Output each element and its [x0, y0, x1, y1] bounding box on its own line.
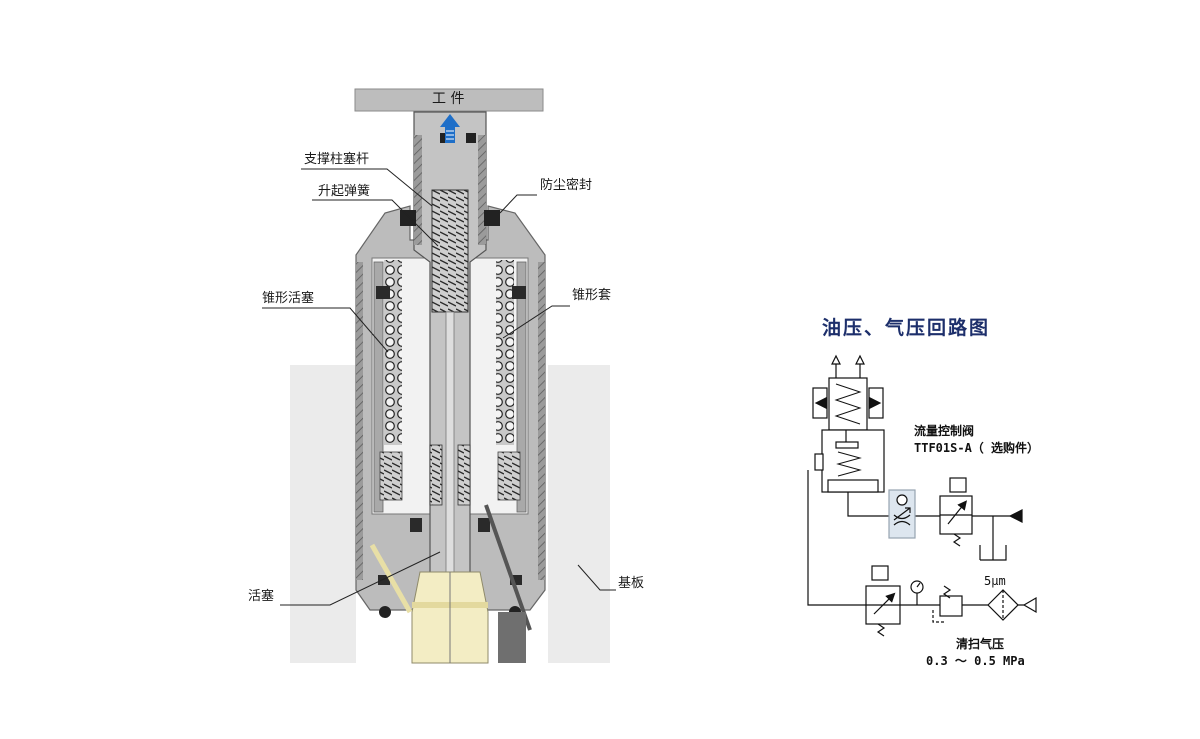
- lower-spring-right: [497, 451, 521, 501]
- label-lift-spring: 升起弹簧: [318, 184, 371, 199]
- label-piston: 活塞: [248, 589, 275, 604]
- circuit-lines: [807, 354, 1037, 637]
- pressure-range: 0.3 ～ 0.5 MPa: [926, 654, 1025, 668]
- lower-spring-left: [379, 451, 403, 501]
- dust-seal-left: [400, 210, 416, 226]
- rod-seal-r: [466, 133, 476, 143]
- filter-spec: 5μm: [984, 574, 1006, 588]
- label-dust-seal: 防尘密封: [540, 178, 593, 193]
- lift-spring: [431, 189, 469, 313]
- flow-valve-model: TTF01S-A（ 选购件）: [914, 441, 1040, 455]
- workpiece-bar: [354, 88, 544, 112]
- circuit-title: 油压、气压回路图: [822, 317, 991, 339]
- flow-valve-label: 流量控制阀: [914, 424, 975, 438]
- upward-arrow-icon: [440, 114, 460, 143]
- label-cone-piston: 锥形活塞: [262, 291, 315, 306]
- ball-column-left: [384, 260, 402, 445]
- label-cone-sleeve: 锥形套: [572, 288, 612, 303]
- purge-label: 清扫气压: [956, 637, 1005, 651]
- ball-column-right: [496, 260, 514, 445]
- workpiece-label: 工 件: [432, 91, 465, 107]
- air-pipe: [498, 612, 526, 663]
- label-support-plunger-rod: 支撑柱塞杆: [304, 152, 370, 167]
- leader-lines: [262, 168, 616, 606]
- dust-seal-right: [484, 210, 500, 226]
- outer-thread-right: [538, 262, 545, 580]
- label-base-plate: 基板: [618, 576, 645, 591]
- outer-thread-left: [356, 262, 363, 580]
